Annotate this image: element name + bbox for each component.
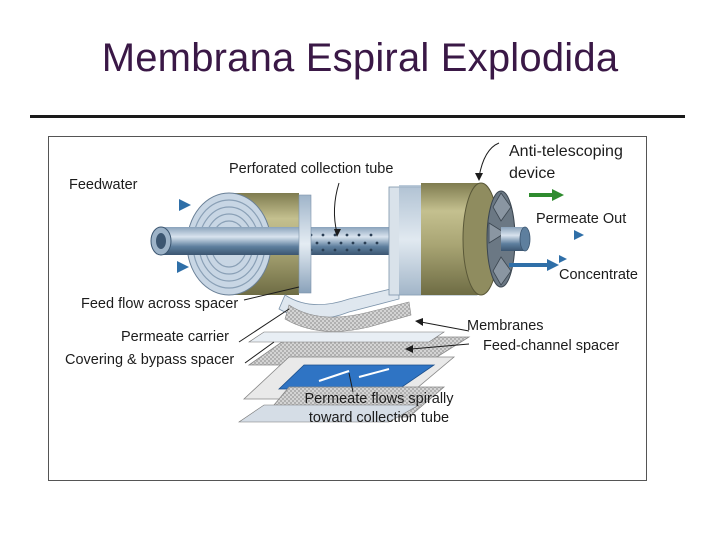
label-feedwater: Feedwater: [69, 177, 138, 193]
perforated-collection-tube: [150, 226, 401, 256]
label-anti-telescoping-line1: Anti-telescoping: [509, 143, 623, 160]
slide-title: Membrana Espiral Explodida: [101, 36, 619, 80]
exploded-membrane-illustration: [129, 142, 584, 423]
label-anti-telescoping-line2: device: [509, 165, 556, 182]
label-permeate-flows-line1: Permeate flows spirally: [304, 391, 454, 407]
right-membrane-roll: [388, 182, 500, 296]
leader-lines: [238, 142, 500, 393]
label-permeate-flows-line2: toward collection tube: [308, 410, 450, 426]
label-feed-flow-across-spacer: Feed flow across spacer: [81, 296, 239, 312]
label-permeate-out: Permeate Out: [536, 211, 627, 227]
exploded-sheets: [238, 331, 471, 423]
outflow-arrows: [509, 189, 584, 271]
label-membranes: Membranes: [467, 318, 544, 334]
anti-telescoping-device: [486, 190, 531, 288]
unwrapped-layers: [278, 194, 412, 332]
title-divider: [30, 115, 685, 118]
label-feed-channel-spacer: Feed-channel spacer: [483, 338, 620, 354]
label-covering-bypass-spacer: Covering & bypass spacer: [65, 352, 235, 368]
label-concentrate: Concentrate: [559, 267, 638, 283]
spiral-membrane-figure: Feedwater Perforated collection tube Ant…: [48, 136, 647, 481]
label-perforated-tube: Perforated collection tube: [229, 161, 394, 177]
label-permeate-carrier: Permeate carrier: [121, 329, 229, 345]
